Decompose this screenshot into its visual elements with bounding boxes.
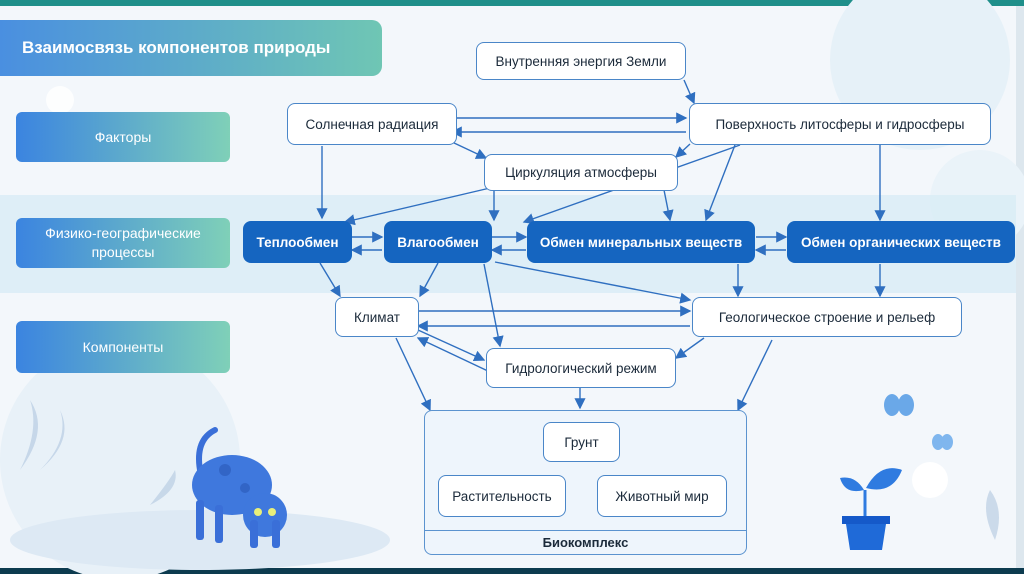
node-circulation: Циркуляция атмосферы [484, 154, 678, 191]
node-geology: Геологическое строение и рельеф [692, 297, 962, 337]
node-hydro-regime: Гидрологический режим [486, 348, 676, 388]
node-surface: Поверхность литосферы и гидросферы [689, 103, 991, 145]
slide-title: Взаимосвязь компонентов природы [0, 20, 382, 76]
row-label-components: Компоненты [16, 321, 230, 373]
node-plants: Растительность [438, 475, 566, 517]
biocomplex-label: Биокомплекс [424, 530, 747, 554]
node-heat-exchange: Теплообмен [243, 221, 352, 263]
row-label-factors: Факторы [16, 112, 230, 162]
node-soil: Грунт [543, 422, 620, 462]
node-mineral-exchange: Обмен минеральных веществ [527, 221, 755, 263]
node-animals: Животный мир [597, 475, 727, 517]
bottom-accent-bar [0, 568, 1024, 574]
top-accent-bar [0, 0, 1024, 6]
node-solar-radiation: Солнечная радиация [287, 103, 457, 145]
row-label-processes: Физико-географические процессы [16, 218, 230, 268]
node-moisture-exchange: Влагообмен [384, 221, 492, 263]
node-climate: Климат [335, 297, 419, 337]
node-organic-exchange: Обмен органических веществ [787, 221, 1015, 263]
node-earth-energy: Внутренняя энергия Земли [476, 42, 686, 80]
right-edge [1016, 6, 1024, 568]
